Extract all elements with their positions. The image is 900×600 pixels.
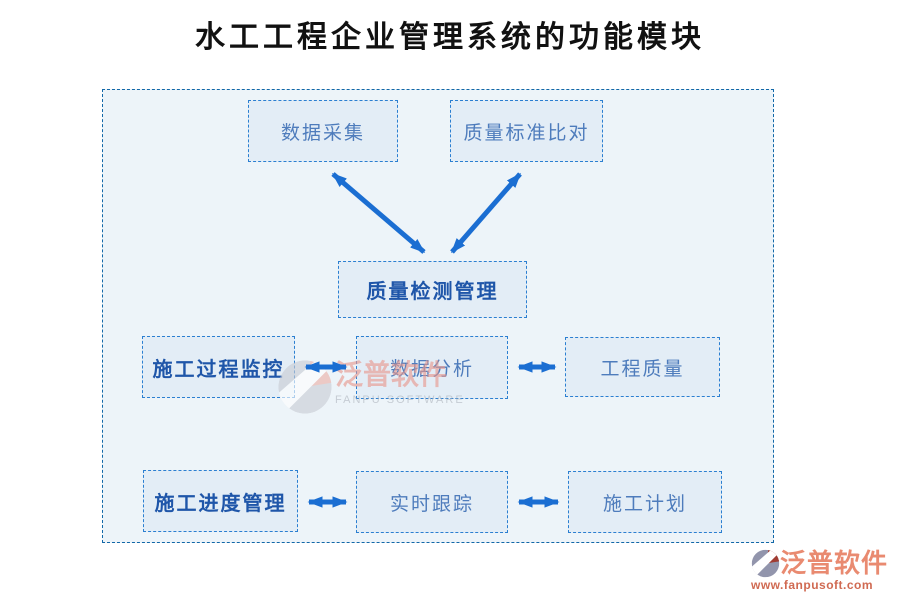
fanpu-logo-icon: [751, 549, 780, 578]
node-quality-standard-comparison: 质量标准比对: [450, 100, 603, 162]
node-construction-process-monitoring: 施工过程监控: [142, 336, 295, 398]
node-data-analysis: 数据分析: [356, 336, 508, 399]
footer-url-text: www.fanpusoft.com: [750, 578, 874, 592]
node-construction-progress-management: 施工进度管理: [143, 470, 298, 532]
fanpu-footer-logo: 泛普软件 www.fanpusoft.com: [751, 549, 888, 592]
node-quality-inspection-management: 质量检测管理: [338, 261, 527, 318]
node-construction-plan: 施工计划: [568, 471, 722, 533]
footer-brand-text: 泛普软件: [779, 548, 888, 578]
node-data-collection: 数据采集: [248, 100, 398, 162]
node-real-time-tracking: 实时跟踪: [356, 471, 508, 533]
node-engineering-quality: 工程质量: [565, 337, 720, 397]
page-title: 水工工程企业管理系统的功能模块: [195, 21, 705, 54]
